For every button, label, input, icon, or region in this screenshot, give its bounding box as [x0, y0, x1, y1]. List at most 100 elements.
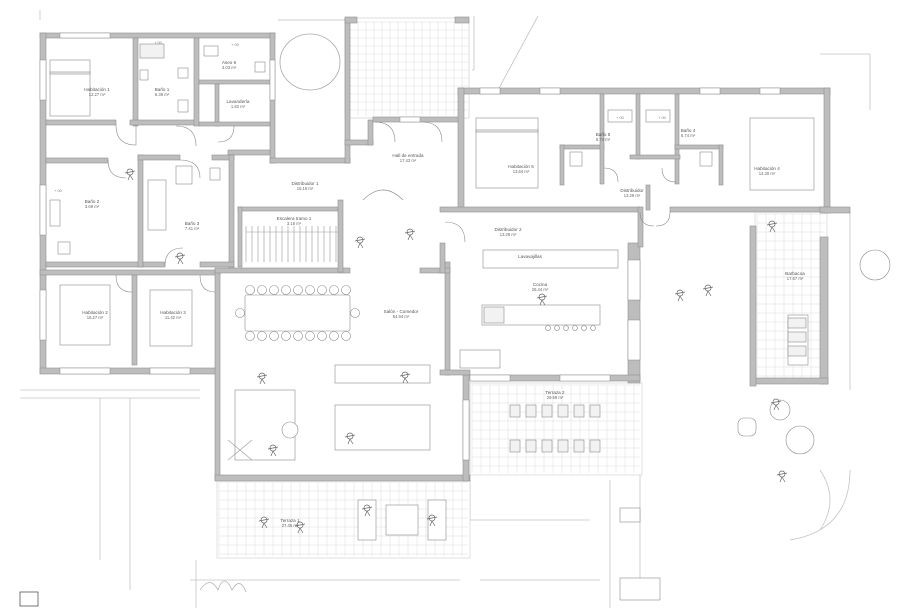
people [124, 168, 788, 534]
dining-chair [257, 285, 267, 295]
room-name-hall-de-entrada: Hall de entrada [392, 153, 424, 158]
terrace-chair [541, 439, 553, 453]
room-name-bano-1: Baño 1 [155, 87, 170, 92]
doors [107, 121, 677, 293]
room-area-habitacion-4: 14.30 m² [759, 171, 776, 176]
bar-stool [545, 325, 551, 331]
dining-chair [257, 331, 267, 341]
lounger [787, 331, 807, 343]
terrace-chair [589, 404, 601, 418]
entrance-terrace [278, 17, 470, 119]
person-figure [404, 228, 416, 241]
dining-chair [350, 308, 360, 318]
room-area-bano-4: 6.74 m² [681, 133, 696, 138]
room-name-habitacion-1: Habitación 1 [84, 87, 110, 92]
bed-habitacion-4 [749, 117, 815, 191]
person-figure [258, 516, 270, 529]
level-marker: + 00 [154, 41, 162, 45]
fixture-lavavajillas: Lavavajillas [518, 254, 542, 259]
staircase [245, 226, 338, 262]
terrace-chair [525, 404, 537, 418]
room-name-terraza-1: Terraza 1 [280, 518, 300, 523]
terrace-sofa-left [357, 499, 377, 541]
room-name-bano-4: Baño 4 [681, 128, 696, 133]
person-figure [344, 432, 356, 445]
dining-chair [305, 331, 315, 341]
plants [199, 580, 247, 593]
person-figure [124, 168, 136, 181]
person-figure [766, 220, 778, 233]
room-name-bano-2: Baño 2 [85, 199, 100, 204]
terrace-chair [509, 404, 521, 418]
bar-stool [581, 325, 587, 331]
room-area-distribuidor: 13.29 m² [624, 193, 641, 198]
level-marker: + 00 [658, 116, 666, 120]
dining-chair [317, 331, 327, 341]
dining-chair [293, 331, 303, 341]
room-area-habitacion-2: 16.27 m² [87, 315, 104, 320]
room-name-barbacoa: Barbacoa [785, 271, 805, 276]
room-area-habitacion-5: 13.64 m² [513, 169, 530, 174]
room-area-aseo-6: 3.03 m² [222, 65, 237, 70]
bed-habitacion-1 [49, 59, 91, 117]
room-area-bano-5: 6.74 m² [596, 137, 611, 142]
room-area-escalera-tramo-1: 3.16 m² [287, 221, 302, 226]
room-name-distribuidor-2: Distribuidor 2 [494, 227, 522, 232]
legend-box [19, 591, 39, 607]
dining-chair [269, 285, 279, 295]
person-figure [536, 293, 548, 306]
toilet-aseo-6 [254, 61, 266, 73]
room-area-bano-2: 3.69 m² [85, 204, 100, 209]
room-area-barbacoa: 17.67 m² [787, 276, 804, 281]
person-figure [256, 372, 268, 385]
dining-chair [329, 285, 339, 295]
person-figure [174, 252, 186, 265]
dining-chair [245, 285, 255, 295]
terrace-sofa-right [427, 499, 447, 541]
bar-stool [554, 325, 560, 331]
room-name-habitacion-2: Habitación 2 [82, 310, 108, 315]
kitchen-counter-top [482, 249, 619, 269]
kitchen-island [481, 304, 601, 326]
person-figure [776, 470, 788, 483]
dining-chair [317, 285, 327, 295]
room-name-habitacion-5: Habitación 5 [508, 164, 534, 169]
level-marker: + 00 [616, 116, 624, 120]
dining-chair [235, 308, 245, 318]
dining-table [244, 294, 351, 332]
room-name-habitacion-3: Habitación 3 [160, 310, 186, 315]
room-area-terraza-2: 29.59 m² [547, 395, 564, 400]
site-context [20, 10, 871, 608]
room-name-lavanderia: Lavandería [227, 99, 250, 104]
dining-chair [305, 285, 315, 295]
terraza-2-tiles [471, 384, 640, 473]
person-figure [702, 284, 714, 297]
person-figure [426, 514, 438, 527]
terrace-chair [573, 404, 585, 418]
person-figure [361, 504, 373, 517]
room-name-aseo-6: Aseo 6 [222, 60, 237, 65]
dining-chair [281, 331, 291, 341]
toilet-bano-1 [139, 69, 149, 81]
room-area-terraza-1: 27.45 m² [282, 523, 299, 528]
dining-chair [341, 331, 351, 341]
room-name-distribuidor-1: Distribuidor 1 [291, 181, 319, 186]
bar-stool [572, 325, 578, 331]
terrace-chair [589, 439, 601, 453]
level-marker: + 00 [54, 189, 62, 193]
room-name-escalera-tramo-1: Escalera tramo 1 [277, 216, 312, 221]
bar-stool [590, 325, 596, 331]
terrace-chair [573, 439, 585, 453]
grill [859, 249, 891, 281]
room-area-cocina: 26.44 m² [532, 287, 549, 292]
room-area-distribuidor-2: 13.28 m² [500, 232, 517, 237]
room-name-salon-comedor: Salón - Comedor [384, 309, 419, 314]
lounger [787, 317, 807, 329]
dining-chair [281, 285, 291, 295]
bathtub-bano-2 [49, 199, 61, 227]
room-area-distribuidor-1: 15.15 m² [297, 186, 314, 191]
dining-chair [245, 331, 255, 341]
room-area-bano-1: 6.39 m² [155, 92, 170, 97]
bed-habitacion-3 [149, 289, 193, 347]
